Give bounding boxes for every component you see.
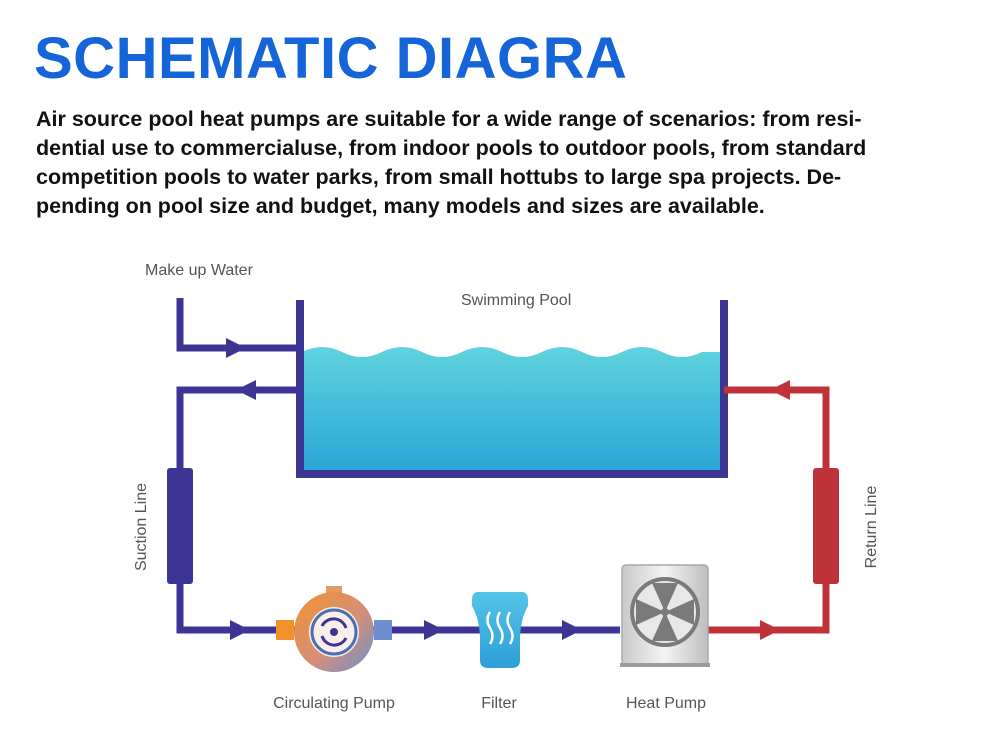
- page-title: SCHEMATIC DIAGRA: [34, 26, 628, 91]
- return-arrow-bottom: [760, 620, 780, 640]
- suction-arrow-top: [236, 380, 256, 400]
- pump-icon: [276, 586, 392, 672]
- heat-pump-icon: [620, 564, 710, 667]
- flow-arrow: [230, 620, 250, 640]
- pool-water: [302, 347, 722, 472]
- makeup-arrow: [226, 338, 246, 358]
- label-heat-pump: Heat Pump: [626, 695, 706, 712]
- label-suction-line: Suction Line: [133, 483, 150, 571]
- label-swimming-pool: Swimming Pool: [461, 292, 571, 309]
- label-makeup-water: Make up Water: [145, 262, 254, 279]
- description: Air source pool heat pumps are suitable …: [36, 105, 976, 221]
- flow-arrow: [562, 620, 582, 640]
- description-line: dential use to commercialuse, from indoo…: [36, 136, 867, 160]
- suction-tank: [167, 468, 193, 584]
- description-line: competition pools to water parks, from s…: [36, 165, 842, 189]
- label-circulating-pump: Circulating Pump: [273, 695, 395, 712]
- filter-icon: [472, 592, 528, 668]
- label-return-line: Return Line: [863, 486, 880, 569]
- label-filter: Filter: [481, 695, 517, 712]
- flow-arrow: [424, 620, 444, 640]
- description-line: pending on pool size and budget, many mo…: [36, 194, 765, 218]
- description-line: Air source pool heat pumps are suitable …: [36, 107, 862, 131]
- return-arrow-top: [770, 380, 790, 400]
- makeup-water-pipe: [176, 298, 300, 352]
- return-tank: [813, 468, 839, 584]
